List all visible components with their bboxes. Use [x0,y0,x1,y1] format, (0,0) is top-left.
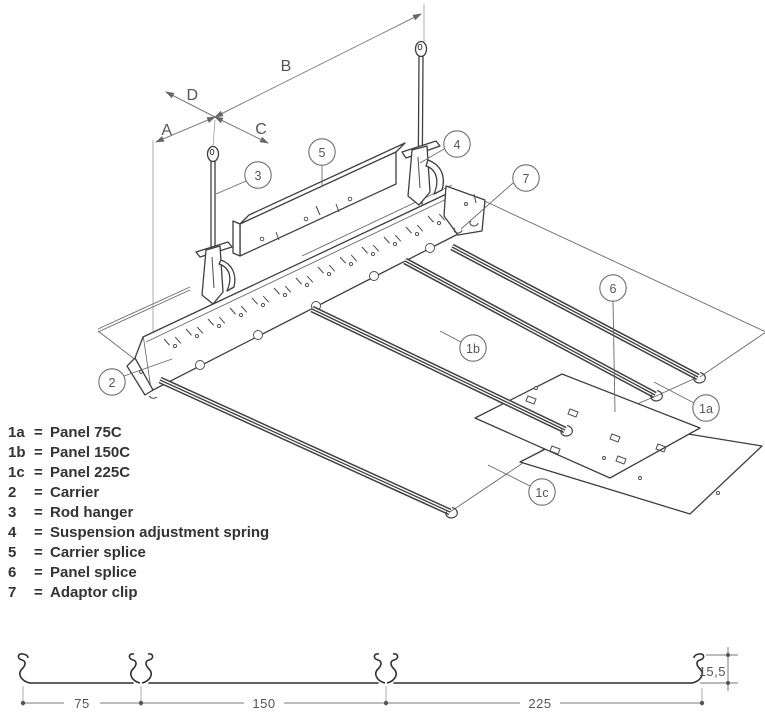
legend-eq: = [34,444,43,461]
carrier-back-flange [301,184,453,257]
legend-key: 5 [8,544,16,561]
legend-desc: Panel 225C [50,464,130,481]
legend-key: 7 [8,584,16,601]
dim-line-c [214,116,269,144]
legend-item: 3 = Rod hanger [8,504,133,521]
legend-item: 7 = Adaptor clip [8,584,138,601]
callout-6-label: 6 [610,282,617,296]
callout-6: 6 [599,274,627,413]
dim-label-a: A [161,122,172,139]
legend-desc: Carrier splice [50,544,146,561]
callout-2: 2 [98,358,173,396]
legend: 1a = Panel 75C 1b = Panel 150C 1c = Pane… [8,424,269,601]
height-dimension: 15,5 [699,647,738,691]
extension-line-cross-to-rod [212,119,216,147]
callout-4: 4 [419,130,471,164]
callout-7: 7 [460,164,540,230]
legend-eq: = [34,564,43,581]
carrier-top-hem [145,195,454,343]
callout-1b-label: 1b [466,342,480,356]
callout-5: 5 [308,138,336,187]
legend-desc: Adaptor clip [50,584,138,601]
legend-item: 1c = Panel 225C [8,464,130,481]
legend-eq: = [34,544,43,561]
adaptor-clip [443,185,486,236]
callout-1c: 1c [487,464,556,506]
dim-label-b: B [281,58,292,75]
dim-label-c: C [255,121,267,138]
dim-15-5: 15,5 [699,664,726,679]
panel-curl-4 [450,243,708,386]
plane-right-edge [477,197,765,378]
legend-item: 2 = Carrier [8,484,99,501]
panel-splice-upper-plate [474,373,701,479]
legend-eq: = [34,584,43,601]
dim-150: 150 [252,696,275,711]
callout-7-label: 7 [523,172,530,186]
panel-curls [158,243,708,521]
legend-key: 6 [8,564,16,581]
panel-splice [474,373,763,515]
legend-desc: Suspension adjustment spring [50,524,269,541]
dimension-arrows: A B C D [152,4,425,338]
carrier-splice-end-cap [232,220,241,257]
suspension-spring-right [401,140,444,206]
callout-3: 3 [215,161,272,195]
legend-desc: Carrier [50,484,99,501]
dim-label-d: D [186,87,198,104]
legend-eq: = [34,484,43,501]
legend-key: 3 [8,504,16,521]
legend-desc: Panel 150C [50,444,130,461]
legend-key: 4 [8,524,17,541]
panel-curl-2 [310,305,575,439]
callout-1a: 1a [653,381,720,422]
callout-1c-label: 1c [535,486,548,500]
plane-back-edge [97,286,191,330]
panel-curl-3 [403,257,665,404]
carrier-splice [232,142,406,257]
legend-item: 6 = Panel splice [8,564,137,581]
dim-line-a [155,116,216,143]
legend-desc: Panel splice [50,564,137,581]
legend-eq: = [34,504,43,521]
legend-item: 1a = Panel 75C [8,424,122,441]
callout-1a-label: 1a [699,402,713,416]
legend-key: 2 [8,484,16,501]
legend-eq: = [34,524,43,541]
legend-key: 1b [8,444,26,461]
legend-item: 5 = Carrier splice [8,544,146,561]
callout-5-label: 5 [319,146,326,160]
carrier-end-foot [126,357,154,396]
legend-item: 4 = Suspension adjustment spring [8,524,269,541]
dim-line-d [165,91,216,118]
callouts: 2 3 5 4 7 6 1b [98,130,720,506]
callout-2-label: 2 [109,376,116,390]
callout-3-label: 3 [255,169,262,183]
panel-curl-1 [158,376,460,521]
panel-splice-tabs [525,386,667,465]
legend-eq: = [34,464,43,481]
callout-1b: 1b [439,330,487,362]
plane-back-edge-2 [97,289,191,333]
dim-75: 75 [74,696,89,711]
dim-225: 225 [528,696,551,711]
legend-desc: Panel 75C [50,424,122,441]
callout-4-label: 4 [454,138,461,152]
suspension-spring-left [195,241,236,305]
legend-desc: Rod hanger [50,504,133,521]
profile-section: 75 150 225 15,5 [17,647,738,711]
legend-item: 1b = Panel 150C [8,444,130,461]
dim-line-b [214,13,422,118]
legend-eq: = [34,424,43,441]
legend-key: 1c [8,464,25,481]
legend-key: 1a [8,424,25,441]
